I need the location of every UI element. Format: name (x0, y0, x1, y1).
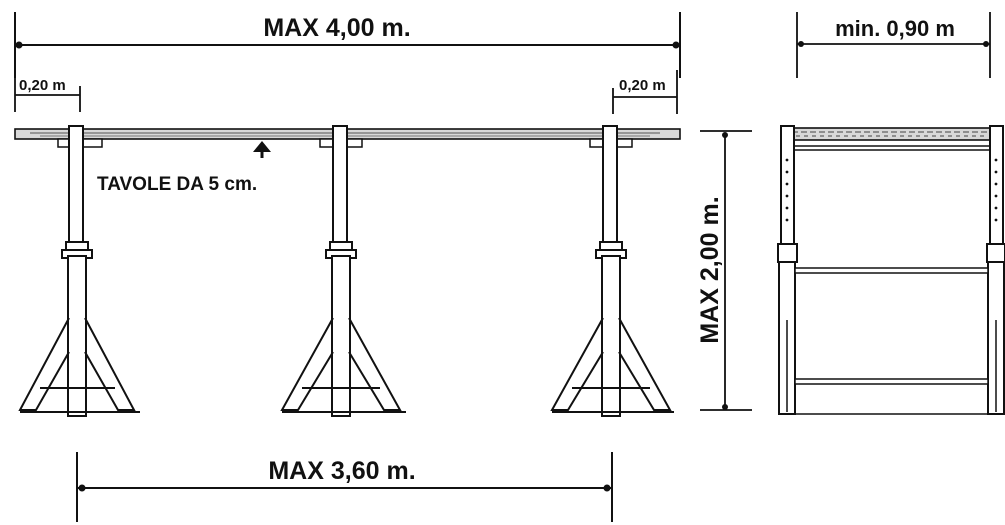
dimension-min-width: min. 0,90 m (796, 12, 991, 78)
max-span-label: MAX 3,60 m. (268, 457, 415, 485)
max-height-label: MAX 2,00 m. (696, 196, 724, 343)
trestle-right (550, 125, 674, 417)
dimension-max-height: MAX 2,00 m. (696, 130, 752, 411)
dimension-max-span: MAX 3,60 m. (76, 452, 613, 522)
overhang-right-label: 0,20 m (619, 77, 666, 94)
boards-label: TAVOLE DA 5 cm. (97, 174, 257, 195)
min-width-label: min. 0,90 m (835, 16, 955, 41)
boards-arrow (253, 141, 271, 158)
side-view-trestle (777, 125, 1005, 415)
dimension-max-length: MAX 4,00 m. (14, 12, 681, 78)
dimension-overhang-right: 0,20 m (612, 70, 678, 114)
overhang-left-label: 0,20 m (19, 77, 66, 94)
dimension-overhang-left: 0,20 m (14, 70, 81, 112)
max-length-label: MAX 4,00 m. (263, 14, 410, 42)
trestle-left (18, 125, 140, 417)
trestle-middle (280, 125, 406, 417)
